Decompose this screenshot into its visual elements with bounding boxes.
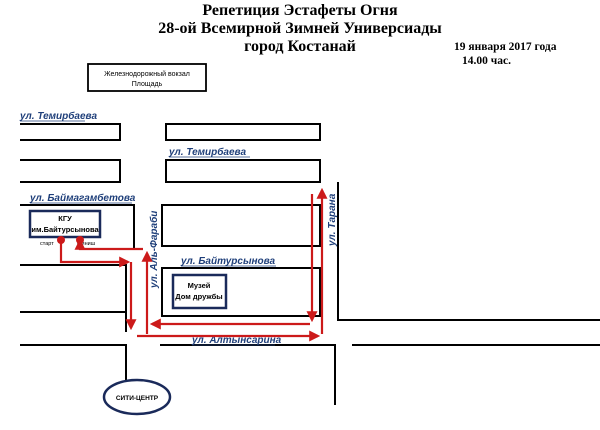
- block-mid-row2: [165, 159, 321, 183]
- street-baimagambetova: ул. Баймагамбетова: [29, 192, 136, 204]
- start-label: старт: [40, 241, 54, 247]
- street-temirbaeva-mid: ул. Темирбаева: [168, 146, 246, 158]
- city-blocks: [20, 123, 600, 405]
- relay-route: [59, 187, 328, 342]
- title-line-2: 28-ой Всемирной Зимней Универсиады: [158, 20, 442, 37]
- kgu-label-1: КГУ: [58, 214, 72, 223]
- start-marker: [57, 236, 65, 244]
- station-label-2: Площадь: [132, 81, 163, 88]
- route-segment-1: [59, 240, 131, 268]
- finish-marker: [76, 236, 84, 244]
- museum-label-1: Музей: [188, 281, 211, 290]
- street-baitursynova: ул. Байтурсынова: [180, 256, 276, 267]
- event-date-time: 14.00 час.: [462, 55, 511, 67]
- event-date-day: 19 января 2017 года: [454, 41, 557, 53]
- block-left-row2: [20, 159, 121, 183]
- station-label-1: Железнодорожный вокзал: [104, 70, 190, 78]
- city-center-label: СИТИ-ЦЕНТР: [116, 395, 159, 402]
- block-museum: [161, 267, 321, 317]
- map-title: Репетиция Эстафеты Огня 28-ой Всемирной …: [0, 2, 600, 56]
- kgu-label-2: им.Байтурсынова: [31, 225, 99, 234]
- museum-building: [171, 273, 228, 310]
- museum-label-2: Дом дружбы: [175, 292, 222, 301]
- block-kgu-top: [20, 204, 135, 249]
- railway-station: [87, 63, 207, 92]
- finish-label: финиш: [77, 241, 96, 247]
- kgu-building: [28, 209, 102, 239]
- street-temirbaeva-left: ул. Темирбаева: [19, 110, 97, 122]
- title-line-3: город Костанай: [244, 38, 356, 55]
- block-kgu-bottom: [20, 264, 127, 332]
- street-al-farabi: ул. Аль-Фараби: [148, 211, 160, 289]
- block-mid-row3: [161, 204, 321, 247]
- street-altynsarina: ул. Алтынсарина: [191, 335, 282, 346]
- city-center: [102, 378, 172, 416]
- block-right-top: [337, 182, 600, 321]
- event-date: 19 января 2017 года 14.00 час.: [454, 40, 556, 68]
- block-left-row1: [20, 123, 121, 141]
- street-tarana: ул. Тарана: [327, 193, 338, 247]
- block-mid-row1: [165, 123, 321, 141]
- block-bottom-mid: [160, 344, 336, 405]
- title-line-1: Репетиция Эстафеты Огня: [202, 2, 398, 19]
